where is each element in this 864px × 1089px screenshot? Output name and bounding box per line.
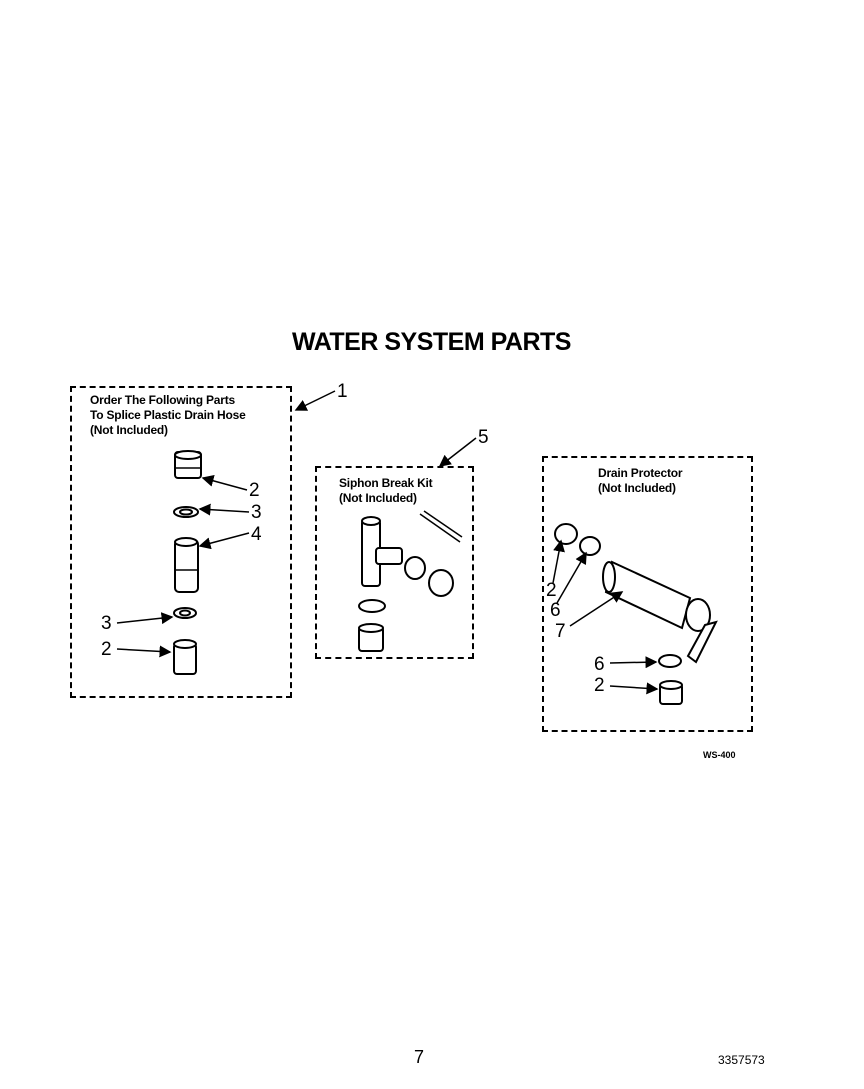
siphon-break-heading: Siphon Break Kit (Not Included) [339, 476, 433, 506]
splice-parts-heading: Order The Following Parts To Splice Plas… [90, 393, 246, 438]
splice-line-1: Order The Following Parts [90, 393, 236, 407]
hose-adapter-top [174, 450, 202, 479]
siphon-clamp-lower [358, 599, 386, 613]
callout-drain-7: 7 [555, 621, 566, 642]
siphon-tee [361, 516, 403, 587]
callout-splice-4: 4 [251, 524, 262, 545]
figure-code: WS-400 [703, 750, 736, 760]
callout-1: 1 [337, 381, 348, 402]
siphon-tube [419, 513, 461, 543]
siphon-adapter [428, 569, 454, 597]
drain-adapter-top [554, 523, 578, 545]
drain-protector-body [602, 560, 718, 664]
callout-drain-6a: 6 [550, 600, 561, 621]
drain-clamp-top [579, 536, 601, 556]
callout-5: 5 [478, 427, 489, 448]
callout-splice-3b: 3 [101, 613, 112, 634]
drain-protector-heading: Drain Protector (Not Included) [598, 466, 683, 496]
siphon-clamp [404, 556, 426, 580]
drain-line-2: (Not Included) [598, 481, 676, 495]
splice-line-2: To Splice Plastic Drain Hose [90, 408, 246, 422]
callout-drain-2a: 2 [546, 580, 557, 601]
splice-line-3: (Not Included) [90, 423, 168, 437]
page-number: 7 [414, 1047, 425, 1067]
callout-splice-3a: 3 [251, 502, 262, 523]
drain-clamp-bottom [658, 654, 682, 668]
siphon-line-2: (Not Included) [339, 491, 417, 505]
siphon-line-1: Siphon Break Kit [339, 476, 433, 490]
callout-splice-2a: 2 [249, 480, 260, 501]
hose-connector [174, 537, 199, 593]
callout-splice-2b: 2 [101, 639, 112, 660]
hose-adapter-bottom [173, 639, 197, 675]
drain-protector-box [542, 456, 753, 732]
drain-line-1: Drain Protector [598, 466, 683, 480]
page-title: WATER SYSTEM PARTS [292, 328, 571, 356]
siphon-break-box [315, 466, 474, 659]
document-number: 3357573 [718, 1053, 765, 1067]
splice-parts-box [70, 386, 292, 698]
callout-drain-6b: 6 [594, 654, 605, 675]
callout-drain-2b: 2 [594, 675, 605, 696]
